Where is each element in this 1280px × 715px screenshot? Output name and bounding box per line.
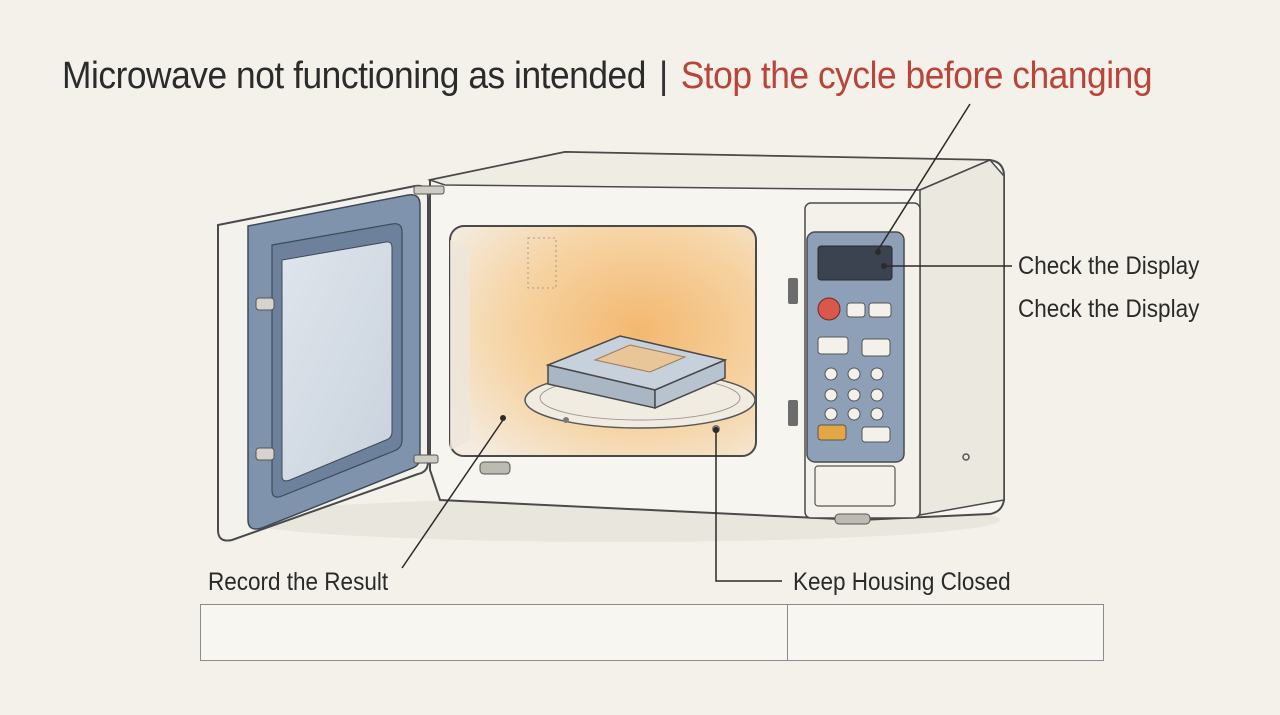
door-release-button[interactable] [814, 465, 896, 507]
food-tray [545, 335, 728, 410]
door-hinge-bottom [255, 447, 275, 461]
result-cell[interactable] [201, 605, 788, 660]
control-button[interactable] [861, 338, 891, 357]
title-warning: Stop the cycle before changing [680, 55, 1153, 97]
page-title: Microwave not functioning as intended | St… [62, 52, 1152, 100]
result-cell[interactable] [788, 605, 1103, 660]
door-hinge-top [255, 297, 275, 311]
control-button[interactable] [817, 336, 849, 355]
door-latch-slot-top [788, 278, 798, 304]
control-button[interactable] [868, 302, 892, 318]
door-latch-slot-bottom [788, 400, 798, 426]
callout-keep-housing-closed: Keep Housing Closed [793, 568, 1011, 596]
title-separator: | [658, 55, 668, 97]
control-button[interactable] [846, 302, 866, 318]
keypad[interactable] [824, 367, 884, 421]
result-table [200, 604, 1104, 661]
callout-record-result: Record the Result [208, 568, 389, 596]
control-button[interactable] [861, 426, 891, 443]
vent-grille [527, 237, 557, 289]
control-panel [806, 231, 905, 507]
callout-leaders [401, 103, 1012, 582]
start-button[interactable] [817, 424, 847, 441]
microwave-door [217, 184, 445, 542]
display-screen [817, 245, 893, 281]
stop-button[interactable] [817, 297, 841, 321]
callout-check-display: Check the Display [1018, 252, 1200, 280]
title-main: Microwave not functioning as intended [62, 55, 646, 97]
callout-check-display-repeat: Check the Display [1018, 295, 1200, 323]
